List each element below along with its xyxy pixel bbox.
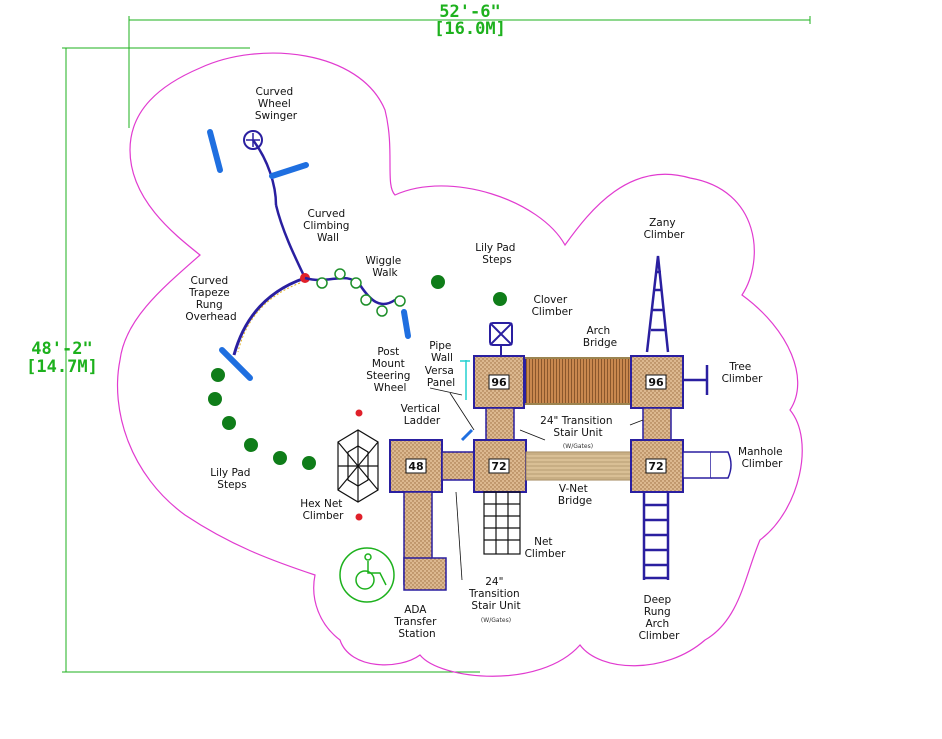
label-deep-rung-arch-climber: Deep Rung Arch Climber [639,594,681,642]
label-post-mount-steering-wheel: Post Mount Steering Wheel [366,346,414,394]
transition-stair-middle [441,451,475,481]
transition-stair-top-left [485,407,515,441]
hex-net-climber [337,429,379,503]
net-climber [483,491,521,555]
pipe-wall-versa-panel [460,360,470,400]
deep-rung-arch-climber [642,492,670,580]
ada-transfer-platform [403,557,447,591]
curved-climbing-wall [274,204,307,279]
lily-pad-steps-left [208,368,316,470]
width-m-label: [16.0M] [434,19,506,39]
label-manhole-climber: Manhole Climber [738,446,786,470]
label-hex-net-climber: Hex Net Climber [300,498,346,522]
label-wgates-bottom: (W/Gates) [481,617,511,624]
label-curved-trapeze: Curved Trapeze Rung Overhead [185,275,236,323]
label-wiggle-walk: Wiggle Walk [365,255,404,279]
transition-stair-top-right [642,407,672,441]
component-labels: Curved Wheel Swinger Curved Climbing Wal… [185,86,786,642]
label-arch-bridge: Arch Bridge [583,325,617,349]
deck-48: 48 [389,439,443,493]
label-transition-top: 24" Transition Stair Unit [540,415,616,439]
label-net-climber: Net Climber [525,536,567,560]
deck-height-label: 72 [491,460,506,473]
deck-96-right: 96 [630,355,684,409]
label-pipe-wall: Pipe Wall [429,340,455,364]
hex-net-post-top [355,409,363,417]
lily-pad-steps-top [431,275,507,306]
arch-bridge [524,357,632,405]
label-v-net-bridge: V-Net Bridge [558,483,592,507]
label-tree-climber: Tree Climber [722,361,764,385]
zany-climber [645,255,670,353]
height-dimension [62,47,480,673]
v-net-bridge [525,451,632,481]
deck-height-label: 48 [408,460,423,473]
label-curved-wheel-swinger: Curved Wheel Swinger [255,86,298,122]
tree-climber [684,365,709,395]
width-dimension [128,16,811,128]
hex-net-post-bottom [355,513,363,521]
ada-accessibility-icon [339,547,395,603]
label-zany-climber: Zany Climber [644,217,686,241]
use-zone-boundary [116,52,803,677]
vertical-ladder [460,428,474,442]
height-ft-label: 48'-2" [31,339,92,359]
label-lily-pad-steps-left: Lily Pad Steps [210,467,254,491]
label-transition-bottom: 24" Transition Stair Unit [468,576,523,612]
deck-height-label: 96 [491,376,507,389]
label-wgates-top: (W/Gates) [563,443,593,450]
deck-height-label: 96 [648,376,664,389]
width-ft-label: 52'-6" [439,2,500,22]
label-clover-climber: Clover Climber [532,294,574,318]
label-lily-pad-steps-top: Lily Pad Steps [475,242,519,266]
leader-lines [429,387,644,581]
wiggle-walk [304,268,411,339]
deck-96-left: 96 [473,355,525,409]
deck-height-label: 72 [648,460,663,473]
label-curved-climbing-wall: Curved Climbing Wall [303,208,353,244]
clover-climber [489,322,513,356]
deck-72-center: 72 [473,439,527,493]
label-ada-transfer-station: ADA Transfer Station [393,604,440,640]
curved-trapeze-rung-overhead [219,276,306,381]
deck-72-right: 72 [630,439,684,493]
manhole-climber [682,451,732,479]
height-m-label: [14.7M] [26,357,98,377]
label-versa-panel: Versa Panel [425,365,457,389]
curved-wheel-swinger [207,129,309,206]
label-vertical-ladder: Vertical Ladder [401,403,444,427]
